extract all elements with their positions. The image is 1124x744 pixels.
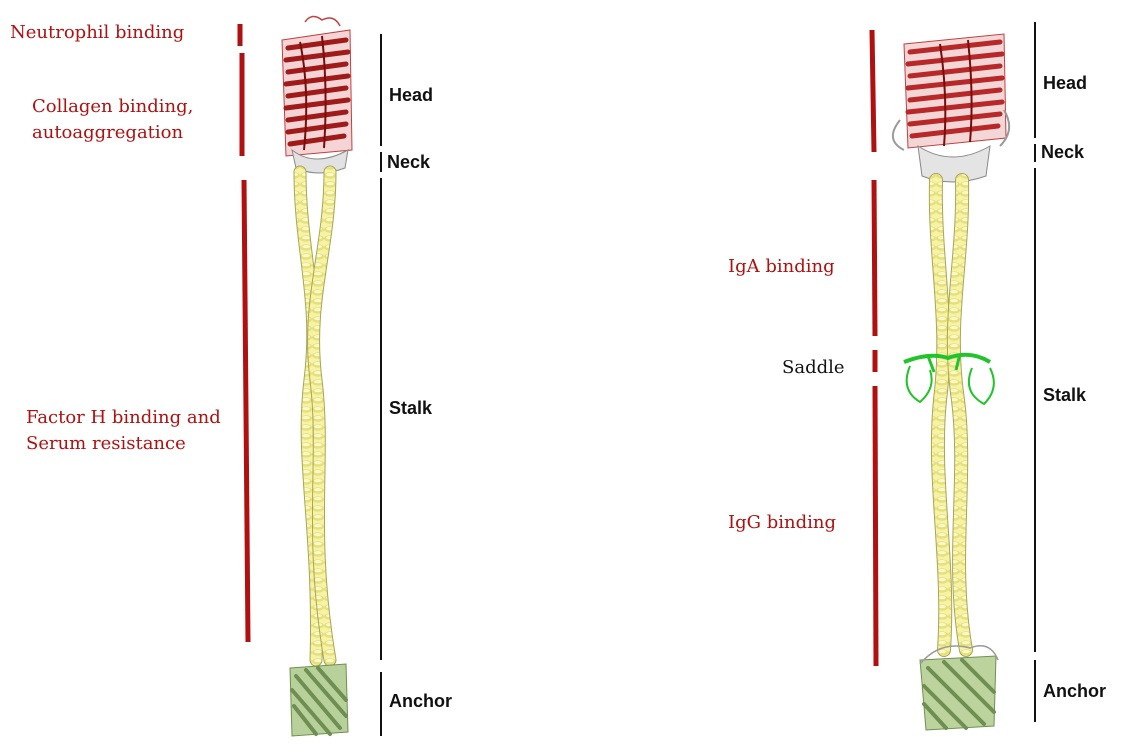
serum-resistance-label: Serum resistance bbox=[26, 431, 186, 457]
left-function-bars bbox=[240, 24, 248, 642]
right-head-domain bbox=[893, 34, 1009, 150]
right-structure bbox=[893, 34, 1009, 730]
iga-binding-label: IgA binding bbox=[728, 254, 835, 280]
right-anchor-domain bbox=[920, 646, 998, 730]
left-stalk-label: Stalk bbox=[389, 398, 432, 419]
iga-bar bbox=[874, 180, 875, 336]
right-stalk-label: Stalk bbox=[1043, 385, 1086, 406]
right-neck-label: Neck bbox=[1041, 142, 1084, 163]
head-function-bar bbox=[872, 30, 874, 152]
igg-bar bbox=[875, 386, 876, 666]
right-anchor-label: Anchor bbox=[1043, 681, 1106, 702]
left-structure bbox=[282, 16, 352, 736]
right-neck-domain bbox=[918, 146, 990, 182]
right-head-label: Head bbox=[1043, 73, 1087, 94]
saddle-label: Saddle bbox=[782, 355, 845, 381]
neutrophil-binding-label: Neutrophil binding bbox=[10, 20, 184, 46]
collagen-binding-label: Collagen binding, bbox=[32, 94, 193, 120]
autoaggregation-label: autoaggregation bbox=[32, 120, 183, 146]
factor-h-bar bbox=[244, 180, 248, 642]
left-anchor-domain bbox=[290, 664, 348, 736]
left-neck-label: Neck bbox=[387, 152, 430, 173]
factor-h-binding-label: Factor H binding and bbox=[26, 405, 221, 431]
right-function-bars bbox=[872, 30, 876, 666]
left-stalk-domain bbox=[300, 172, 330, 660]
igg-binding-label: IgG binding bbox=[728, 510, 836, 536]
right-stalk-domain bbox=[936, 180, 966, 650]
left-anchor-label: Anchor bbox=[389, 691, 452, 712]
left-head-label: Head bbox=[389, 85, 433, 106]
left-head-domain bbox=[282, 16, 352, 156]
